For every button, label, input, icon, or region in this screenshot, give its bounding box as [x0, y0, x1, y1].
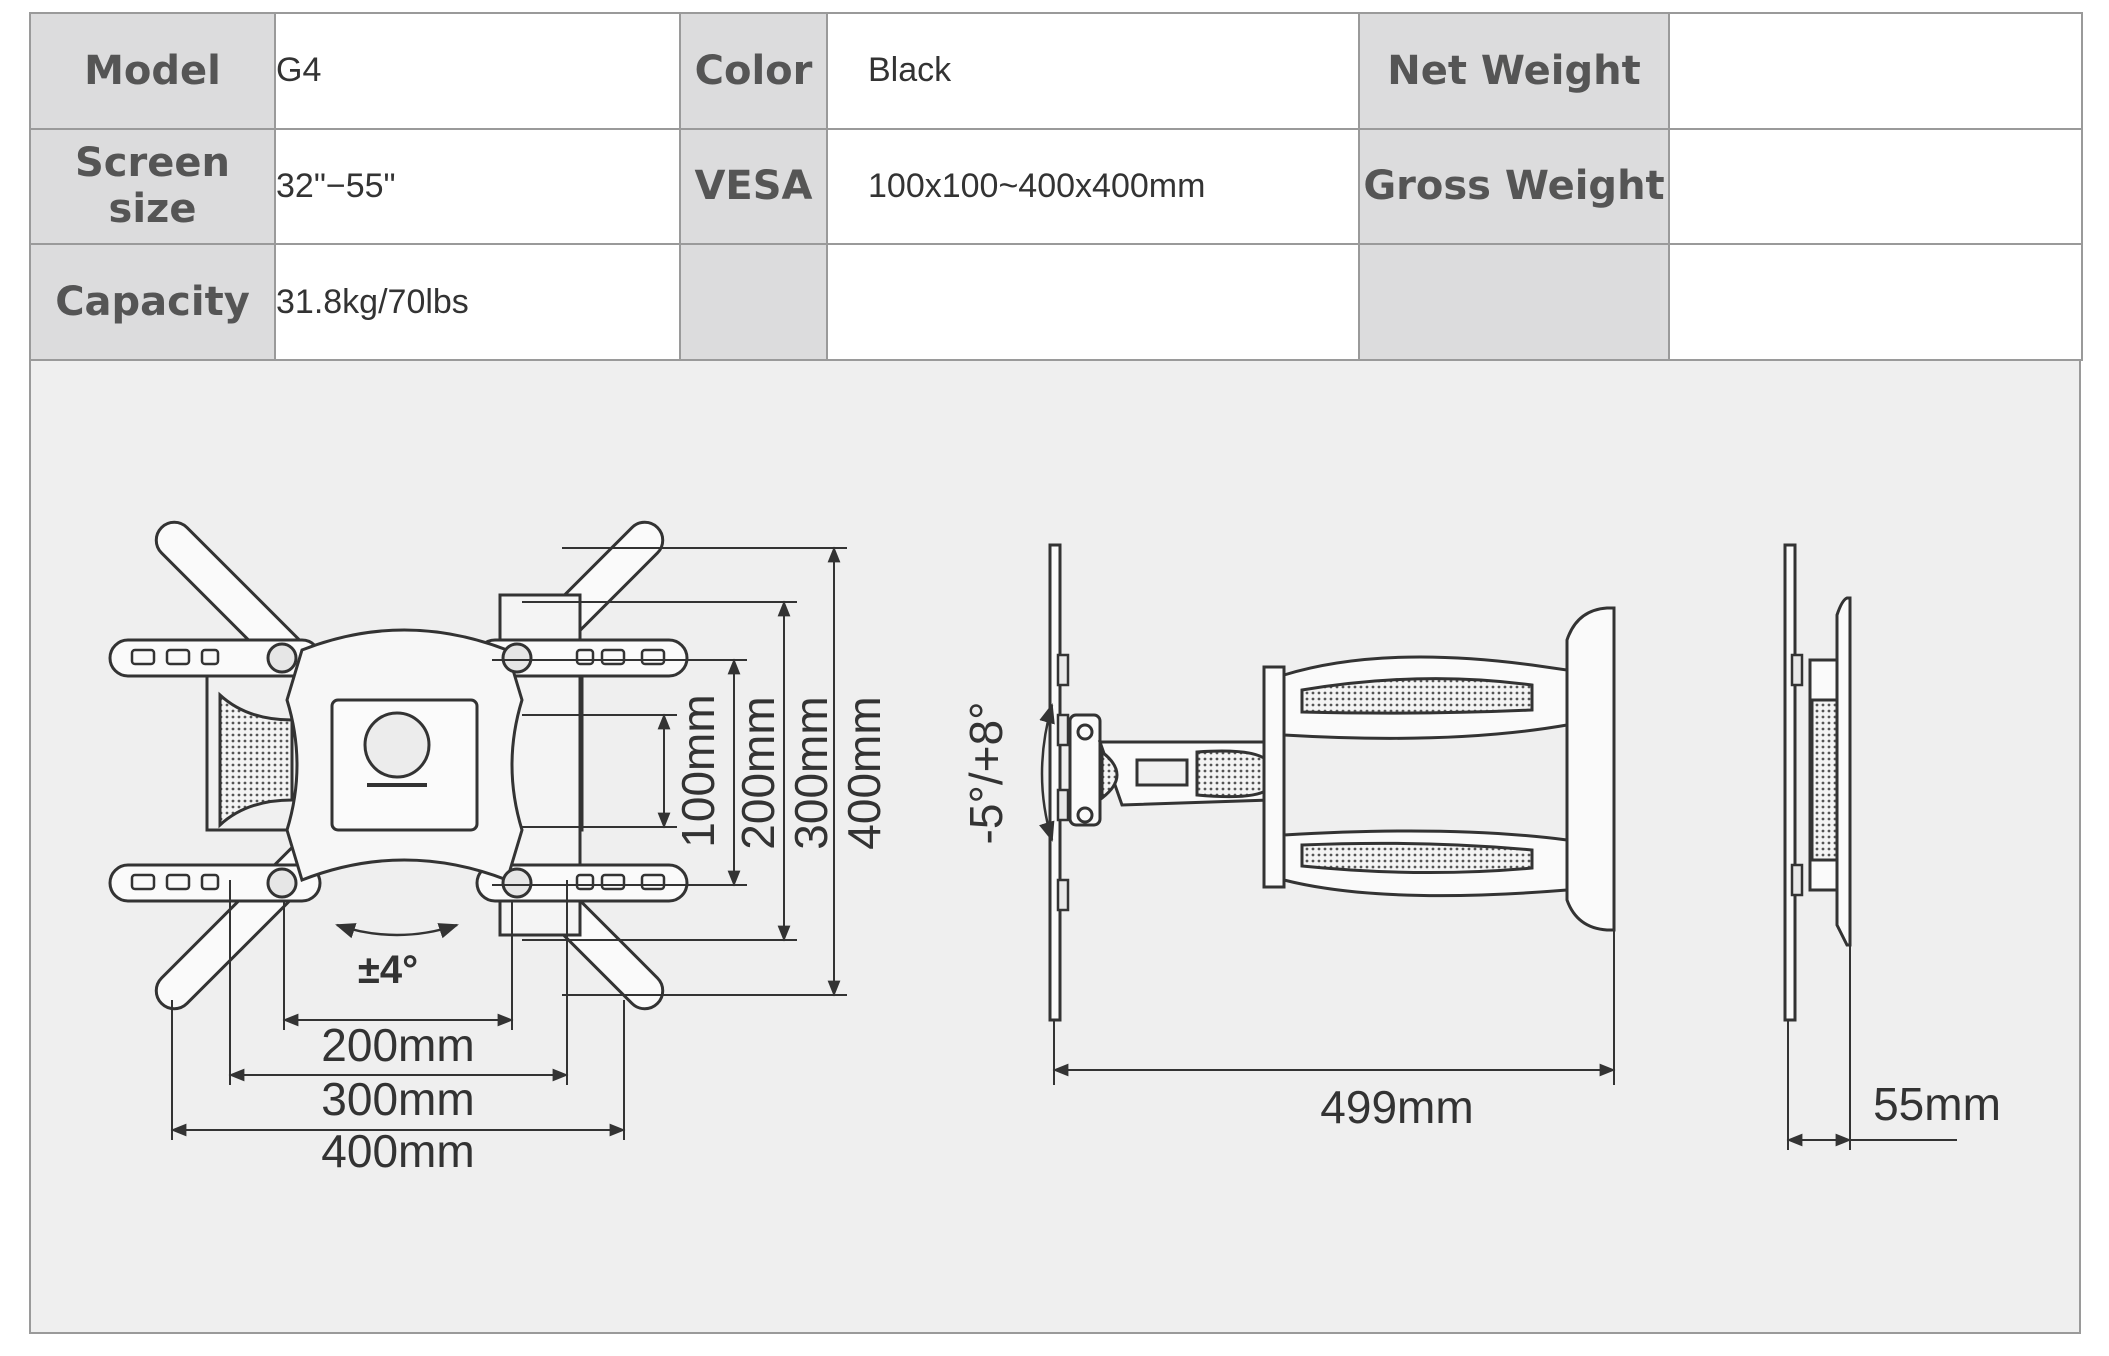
tv-plate [1048, 543, 1062, 1022]
edge-tv-plate [1783, 543, 1797, 1022]
model-label: Model [29, 12, 276, 130]
side-view [1039, 543, 1616, 1022]
screen-size-value: 32"−55" [274, 127, 681, 246]
front-view [108, 520, 689, 1011]
model-value: G4 [274, 12, 681, 130]
spec-row: Screen size 32"−55" VESA 100x100~400x400… [29, 127, 2083, 246]
empty-value [1668, 243, 2083, 361]
empty-label [1358, 243, 1670, 361]
front-horizontal-dimensions [170, 880, 626, 1140]
tilt-arc [1039, 703, 1055, 842]
left-pad [218, 691, 294, 829]
dim-h-200: 200mm [321, 1019, 474, 1071]
wall-bracket [1565, 606, 1616, 932]
swivel-arc [335, 923, 459, 939]
tilt-label: -5°/+8° [960, 702, 1012, 845]
front-vertical-dimensions [492, 546, 847, 997]
empty-value [826, 243, 1360, 361]
dim-h-400: 400mm [321, 1125, 474, 1177]
dim-h-300: 300mm [321, 1073, 474, 1125]
side-depth-dimension [1052, 930, 1616, 1085]
vesa-label: VESA [679, 127, 828, 246]
net-weight-value [1668, 12, 2083, 130]
spec-table: Model G4 Color Black Net Weight Screen s… [29, 12, 2083, 361]
arm-clamps [266, 642, 533, 899]
elbow-joint [1262, 665, 1286, 889]
edge-wall-bracket [1835, 596, 1852, 947]
color-label: Color [679, 12, 828, 130]
color-value: Black [826, 12, 1360, 130]
dim-v-300: 300mm [785, 696, 837, 849]
spec-row: Model G4 Color Black Net Weight [29, 12, 2083, 130]
spec-row: Capacity 31.8kg/70lbs [29, 243, 2083, 361]
edge-view [1783, 543, 1852, 1022]
vesa-value: 100x100~400x400mm [826, 127, 1360, 246]
edge-thickness-dimension [1786, 945, 1957, 1150]
net-weight-label: Net Weight [1358, 12, 1670, 130]
thickness-label: 55mm [1873, 1078, 2001, 1130]
swivel-label: ±4° [358, 948, 418, 992]
technical-drawing-area: ±4° 200mm 300mm 400mm [29, 361, 2081, 1334]
depth-label: 499mm [1320, 1081, 1473, 1133]
screen-size-label: Screen size [29, 127, 276, 246]
capacity-value: 31.8kg/70lbs [274, 243, 681, 361]
gross-weight-label: Gross Weight [1358, 127, 1670, 246]
dim-v-400: 400mm [838, 696, 890, 849]
center-hub [363, 711, 431, 779]
tilt-head [1068, 713, 1102, 827]
capacity-label: Capacity [29, 243, 276, 361]
dim-v-200: 200mm [732, 696, 784, 849]
gross-weight-value [1668, 127, 2083, 246]
empty-label [679, 243, 828, 361]
dim-v-100: 100mm [672, 694, 724, 847]
